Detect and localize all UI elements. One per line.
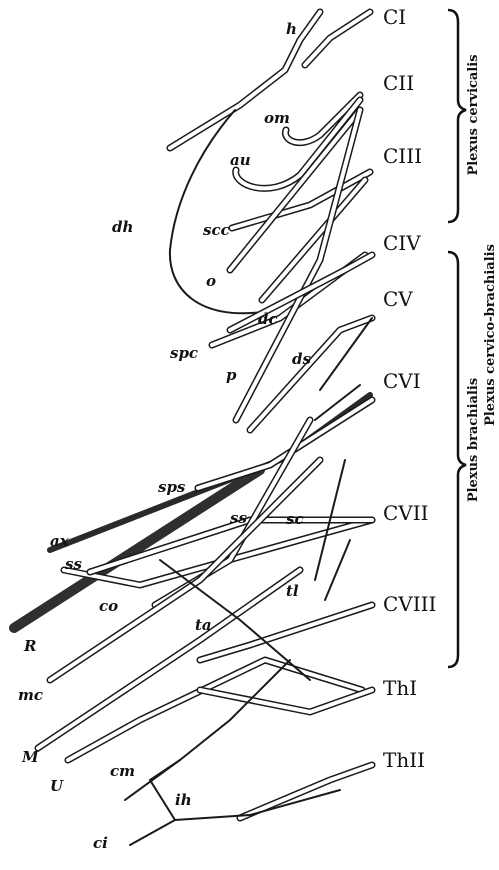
plexus-cervicalis-label: Plexus cervicalis: [466, 54, 481, 175]
root-ciii: CIII: [383, 144, 422, 168]
label-R: R: [23, 637, 36, 655]
brace-brachialis: [448, 252, 466, 667]
root-cvii: CVII: [383, 501, 429, 525]
root-ci: CI: [383, 5, 406, 29]
label-o: o: [206, 272, 216, 290]
label-mc: mc: [18, 686, 43, 704]
root-thi: ThI: [383, 676, 417, 700]
root-labels: CI CII CIII CIV CV CVI CVII CVIII ThI Th…: [383, 5, 436, 772]
label-co: co: [99, 597, 118, 615]
label-M: M: [21, 748, 39, 766]
label-ih: ih: [175, 791, 192, 809]
label-au: au: [230, 151, 251, 169]
label-spc: spc: [170, 344, 198, 362]
root-cviii: CVIII: [383, 592, 436, 616]
label-h: h: [286, 20, 297, 38]
label-om: om: [264, 109, 290, 127]
label-dc: dc: [258, 310, 278, 328]
label-ta: ta: [195, 616, 212, 634]
label-scc: scc: [203, 221, 230, 239]
label-ss2: ss: [65, 555, 82, 573]
plexus-cervico-brachialis-label: Plexus cervico-brachialis: [483, 244, 498, 426]
label-ax: ax: [50, 532, 70, 550]
plexus-braces: [448, 10, 466, 667]
label-tl: tl: [286, 582, 299, 600]
label-sps: sps: [158, 478, 186, 496]
plexus-brachialis-label: Plexus brachialis: [466, 378, 481, 502]
root-cii: CII: [383, 71, 414, 95]
label-dh: dh: [112, 218, 133, 236]
nerve-h: [170, 12, 320, 148]
label-ds: ds: [292, 350, 311, 368]
root-cv: CV: [383, 287, 413, 311]
label-sc: sc: [286, 510, 304, 528]
nerve-ih: [130, 760, 340, 845]
root-thii: ThII: [383, 748, 425, 772]
nerve-ax: [50, 395, 370, 550]
brace-cervicalis: [448, 10, 466, 222]
root-civ: CIV: [383, 231, 421, 255]
label-ss: ss: [230, 509, 247, 527]
label-cm: cm: [110, 762, 135, 780]
nerve-labels: h om au dh scc o dc spc p ds sps ss sc a…: [18, 20, 311, 852]
nerve-cords: [14, 12, 372, 845]
label-ci: ci: [93, 834, 108, 852]
nerve-sps: [198, 400, 372, 488]
root-cvi: CVI: [383, 369, 421, 393]
label-U: U: [50, 777, 64, 795]
label-p: p: [226, 366, 237, 384]
